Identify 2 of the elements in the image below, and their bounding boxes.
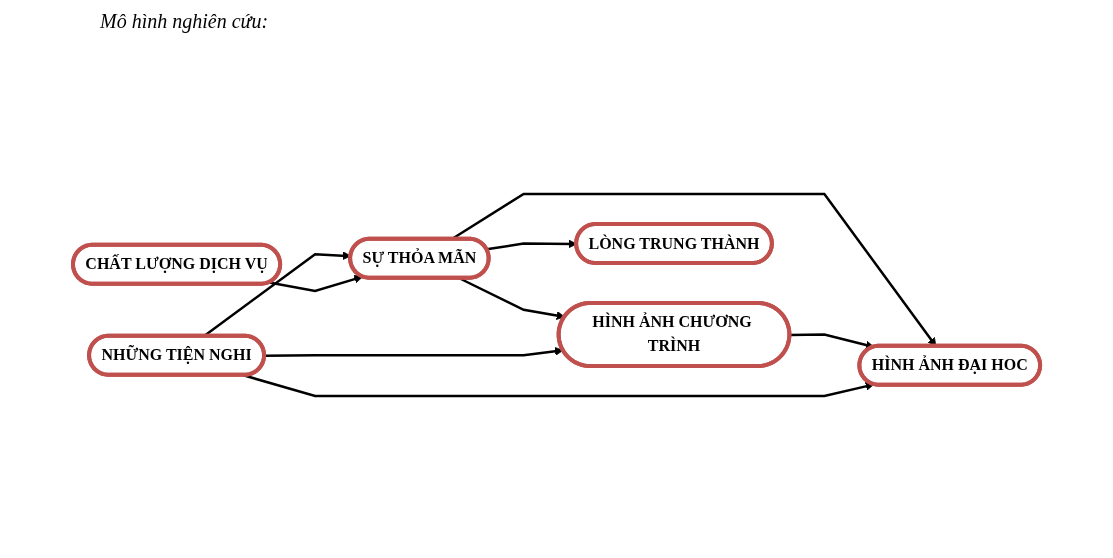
diagram-title: Mô hình nghiên cứu: <box>100 10 269 33</box>
arrow <box>268 274 363 293</box>
